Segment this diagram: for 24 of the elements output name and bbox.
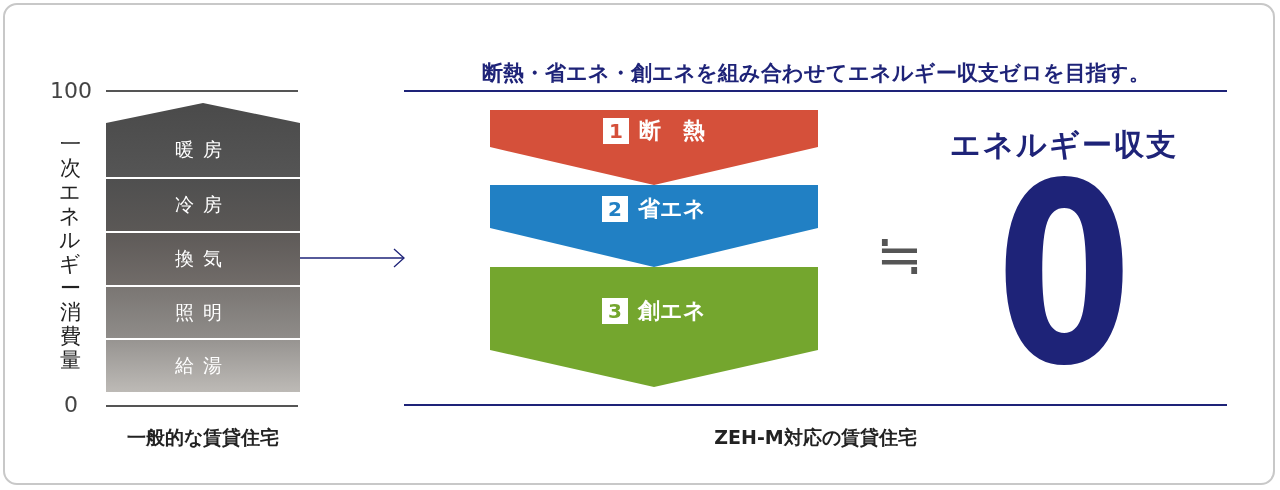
result-heading: エネルギー収支 [949,126,1179,164]
node-label: ZEH-M対応の賃貸住宅 [713,425,918,450]
number-badge: 1 [603,117,629,144]
house-band: 換気 [106,231,300,285]
chevron-band [490,267,818,387]
step-label: 創エネ [638,296,706,325]
approx-sign: ≒ [876,222,923,287]
chevron-band [490,110,818,185]
chevron-band [490,185,818,267]
house-band: 給湯 [106,338,300,392]
heading: 断熱・省エネ・創エネを組み合わせてエネルギー収支ゼロを目指す。 [480,60,1151,87]
axis-value: 0 [64,392,78,417]
axis-title: 一次エネルギー消費量 [58,132,82,372]
step-label: 断 熱 [639,116,705,145]
house-band: 照明 [106,285,300,338]
roof-band: 暖房 [106,103,300,177]
big-number: 0 [996,165,1132,385]
house-band: 冷房 [106,177,300,231]
number-badge: 3 [602,297,628,324]
number-badge: 2 [602,195,628,222]
step-label: 省エネ [638,194,706,223]
arrow [299,248,405,268]
axis-value: 100 [50,78,92,103]
node-label: 一般的な賃貸住宅 [126,425,280,450]
